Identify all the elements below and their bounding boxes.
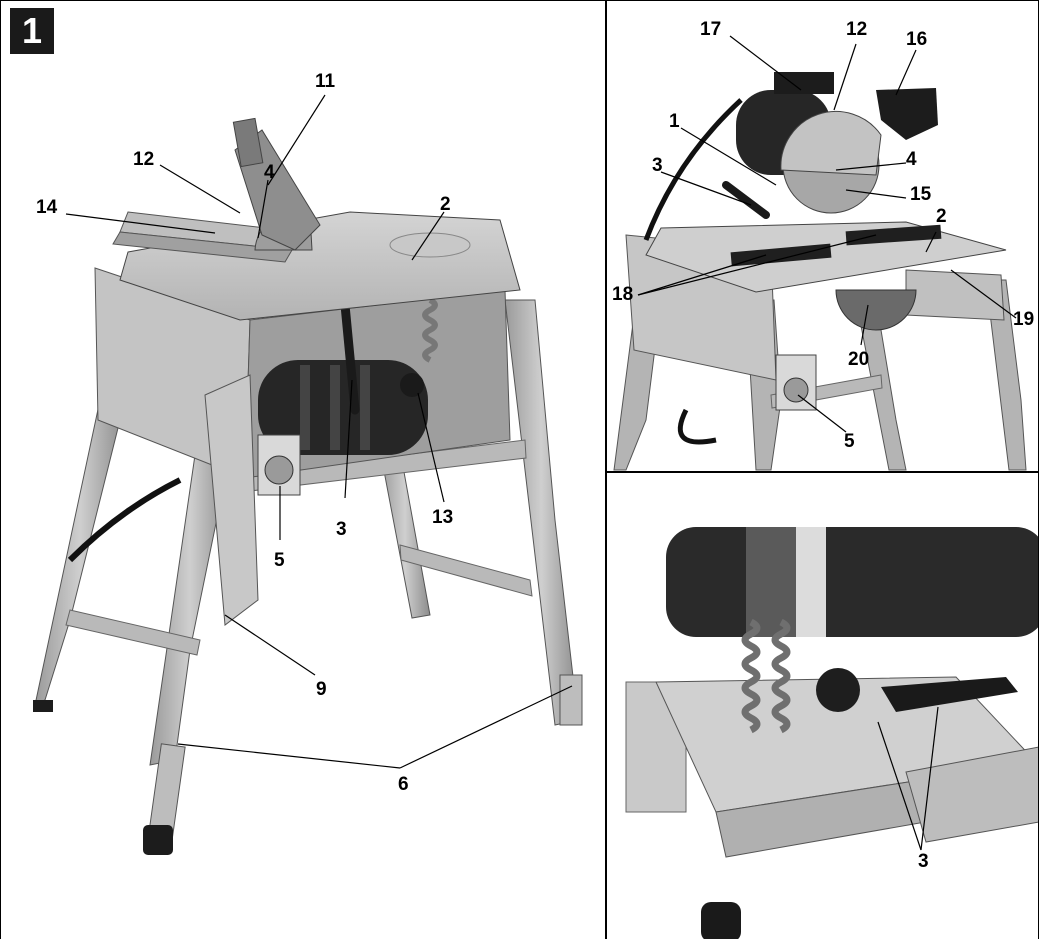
- lower-cross-bar-right: [399, 544, 533, 597]
- locking-handle: [340, 300, 360, 415]
- leader-lines-bottom: [877, 706, 939, 851]
- figure-number-badge: 1: [10, 8, 54, 54]
- frame-top: [0, 0, 1039, 1]
- callout-13: 13: [432, 507, 454, 528]
- on-off-switch: [264, 455, 294, 485]
- top-handle: [774, 72, 834, 94]
- upper-blade-guard: [780, 110, 882, 176]
- callout-11: 11: [315, 71, 336, 92]
- callout-12-top: 12: [846, 19, 868, 40]
- detail-view-panel: 3: [606, 472, 1039, 939]
- callout-15: 15: [910, 184, 932, 205]
- callout-14: 14: [36, 197, 58, 218]
- front-right-leg: [504, 299, 579, 726]
- left-fence: [730, 243, 832, 267]
- callout-4: 4: [264, 162, 275, 183]
- mitre-saw-illustration: [613, 35, 1027, 471]
- adjustment-knob: [400, 373, 424, 397]
- lower-cross-bar-left: [65, 609, 201, 656]
- callout-17: 17: [700, 19, 722, 40]
- lower-blade: [835, 289, 917, 331]
- callout-3-detail: 3: [918, 851, 929, 872]
- callout-18: 18: [612, 284, 634, 305]
- frame-divider-horizontal: [606, 471, 1039, 473]
- clamp-detail-illustration: [625, 527, 1039, 939]
- leader-lines-top: [637, 35, 1017, 433]
- callout-16: 16: [906, 29, 928, 50]
- main-view-panel: 1: [10, 8, 583, 855]
- callout-1: 1: [669, 111, 680, 132]
- table-saw-illustration: [33, 94, 583, 855]
- on-off-switch-top: [783, 377, 809, 403]
- frame-left: [0, 0, 1, 939]
- callout-4-top: 4: [906, 149, 917, 170]
- extraction-nozzle: [232, 117, 264, 168]
- callout-3-top: 3: [652, 155, 663, 176]
- callout-2: 2: [440, 194, 451, 215]
- callout-20: 20: [848, 349, 870, 370]
- callout-9: 9: [316, 679, 327, 700]
- power-cable: [67, 477, 182, 563]
- knob-detail: [816, 668, 860, 712]
- front-left-foot: [143, 825, 173, 855]
- tension-spring: [422, 297, 438, 363]
- callout-6: 6: [398, 774, 409, 795]
- mitre-mode-view-panel: 17 12 16 1 4 3 15 2 18 19 20 5: [606, 0, 1039, 472]
- rear-left-foot: [33, 700, 53, 712]
- motor-detail: [666, 527, 1039, 637]
- callout-5: 5: [274, 550, 285, 571]
- front-right-leg-extension: [559, 674, 583, 726]
- clamp-lever: [722, 181, 770, 219]
- tool-holder: [204, 374, 259, 626]
- handle: [876, 88, 938, 140]
- rear-right-leg: [379, 449, 431, 619]
- table-insert: [389, 232, 471, 258]
- frame-divider-vertical: [605, 0, 607, 939]
- callout-2-top: 2: [936, 206, 947, 227]
- springs-detail: [741, 618, 791, 734]
- callout-12: 12: [133, 149, 155, 170]
- leader-lines: [65, 94, 573, 769]
- callout-19: 19: [1013, 309, 1035, 330]
- callout-3: 3: [336, 519, 347, 540]
- callout-5-top: 5: [844, 431, 855, 452]
- clamp-lever-detail: [881, 677, 1018, 712]
- right-fence: [845, 224, 942, 246]
